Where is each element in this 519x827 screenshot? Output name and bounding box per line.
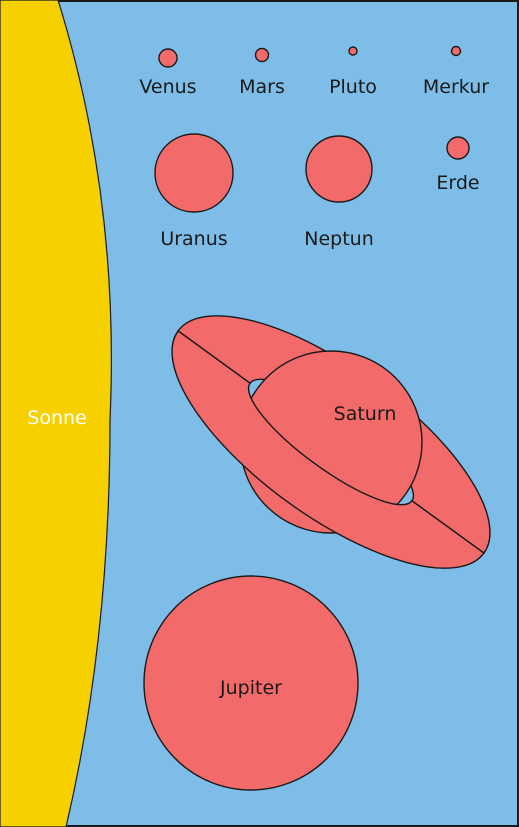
- mars-label: Mars: [239, 76, 285, 98]
- venus-label: Venus: [139, 76, 196, 98]
- erde-label: Erde: [436, 172, 479, 194]
- uranus-label: Uranus: [160, 228, 227, 250]
- saturn-label: Saturn: [334, 403, 397, 425]
- mars-planet: [256, 49, 269, 62]
- jupiter-label: Jupiter: [219, 677, 282, 699]
- pluto-label: Pluto: [329, 76, 377, 98]
- merkur-planet: [452, 47, 461, 56]
- pluto-planet: [349, 47, 357, 55]
- neptun-label: Neptun: [304, 228, 374, 250]
- merkur-label: Merkur: [423, 76, 489, 98]
- sun-label: Sonne: [27, 407, 86, 429]
- erde-planet: [447, 137, 469, 159]
- uranus-planet: [155, 134, 233, 212]
- venus-planet: [159, 49, 177, 67]
- neptun-planet: [306, 136, 372, 202]
